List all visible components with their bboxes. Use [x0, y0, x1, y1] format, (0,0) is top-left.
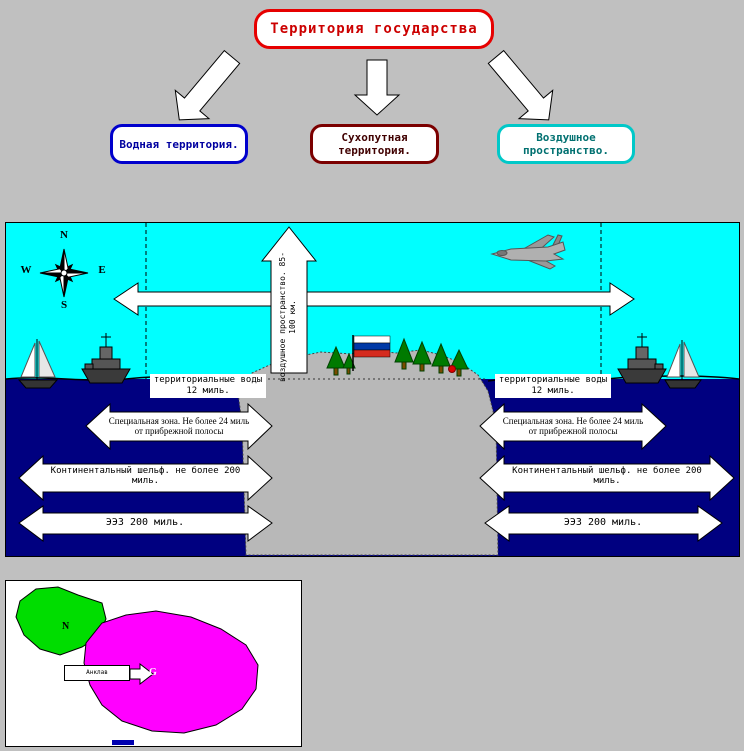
warship-icon-left — [81, 333, 131, 384]
airspace-label: Воздушное пространство. — [522, 131, 610, 157]
map-inset: N G Анклав — [5, 580, 302, 747]
sailboat-icon-left — [17, 339, 59, 389]
water-territory-box: Водная территория. — [110, 124, 248, 164]
eez-arrow-left — [18, 505, 273, 542]
red-bush-icon — [448, 365, 456, 373]
eez-arrow-right — [484, 505, 723, 542]
territorial-waters-label-left: территориальные воды 12 миль. — [150, 374, 266, 398]
sea-diagram: N S W E воздушное пространство. 85-100 к… — [5, 222, 740, 557]
green-region-label: N — [62, 621, 70, 632]
title-box: Территория государства — [254, 9, 494, 49]
eez-label-right: ЭЭЗ 200 миль. — [563, 517, 643, 528]
horizontal-extent-arrow — [113, 282, 635, 316]
eez-label-left: ЭЭЗ 200 миль. — [105, 517, 185, 528]
continental-shelf-label-left: Континентальный шельф. не более 200 миль… — [50, 466, 241, 486]
special-zone-label-right: Специальная зона. Не более 24 миль от пр… — [502, 416, 644, 436]
island — [237, 349, 499, 556]
compass-rose-icon — [39, 248, 89, 298]
diagram-scene — [6, 223, 739, 556]
blue-mark — [112, 740, 134, 745]
fighter-jet-icon — [490, 234, 566, 270]
callout-arrow — [129, 662, 154, 686]
compass-west-label: W — [20, 264, 32, 276]
down-arrow — [353, 59, 401, 116]
sailboat-icon-right — [664, 340, 702, 389]
special-zone-arrow-right — [479, 402, 667, 451]
down-right-arrow — [487, 49, 554, 121]
down-left-arrow — [174, 49, 241, 121]
page-title: Территория государства — [270, 21, 478, 37]
airspace-arrow — [260, 226, 318, 374]
compass-south-label: S — [60, 299, 68, 311]
territorial-waters-label-right: территориальные воды 12 миль. — [495, 374, 611, 398]
map-scene — [15, 586, 259, 734]
warship-icon-right — [617, 333, 667, 384]
continental-shelf-arrow-left — [18, 454, 273, 502]
magenta-region-label: G — [149, 667, 157, 678]
water-territory-label: Водная территория. — [119, 137, 239, 151]
continental-shelf-arrow-right — [479, 454, 735, 502]
flow-arrows — [174, 49, 554, 121]
airspace-box: Воздушное пространство. — [497, 124, 635, 164]
land-territory-label: Сухопутная территория. — [338, 131, 411, 157]
compass-east-label: E — [98, 264, 106, 276]
land-territory-box: Сухопутная территория. — [310, 124, 439, 164]
magenta-region — [83, 610, 259, 734]
flag-russia-icon — [352, 335, 391, 371]
tree-icons — [326, 337, 469, 377]
airspace-arrow-label: воздушное пространство. 85-100 км. — [278, 251, 297, 383]
continental-shelf-label-right: Континентальный шельф. не более 200 миль… — [512, 466, 702, 486]
special-zone-label-left: Специальная зона. Не более 24 миль от пр… — [108, 416, 250, 436]
compass-north-label: N — [60, 229, 68, 241]
callout-box: Анклав — [64, 665, 130, 681]
special-zone-arrow-left — [85, 402, 273, 451]
